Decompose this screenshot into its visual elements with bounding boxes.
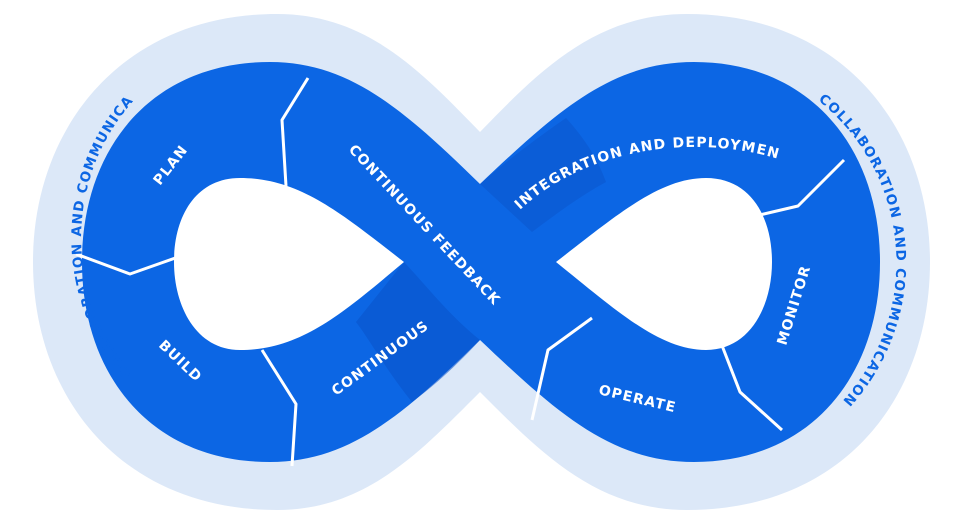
left-loop-hole: [174, 178, 404, 350]
divider-integration-monitor: [737, 158, 846, 222]
infinity-band: [82, 62, 880, 462]
divider-plan-build: [75, 248, 199, 276]
crossing-shade-right: [480, 118, 606, 232]
divider-plan-feedback: [280, 77, 310, 187]
right-loop-hole: [556, 178, 772, 350]
divider-operate-continuous: [530, 316, 593, 421]
stage-dividers: [75, 77, 846, 467]
crossing-shade: [356, 262, 480, 402]
divider-monitor-operate: [714, 329, 784, 432]
divider-build-continuous: [260, 349, 298, 467]
